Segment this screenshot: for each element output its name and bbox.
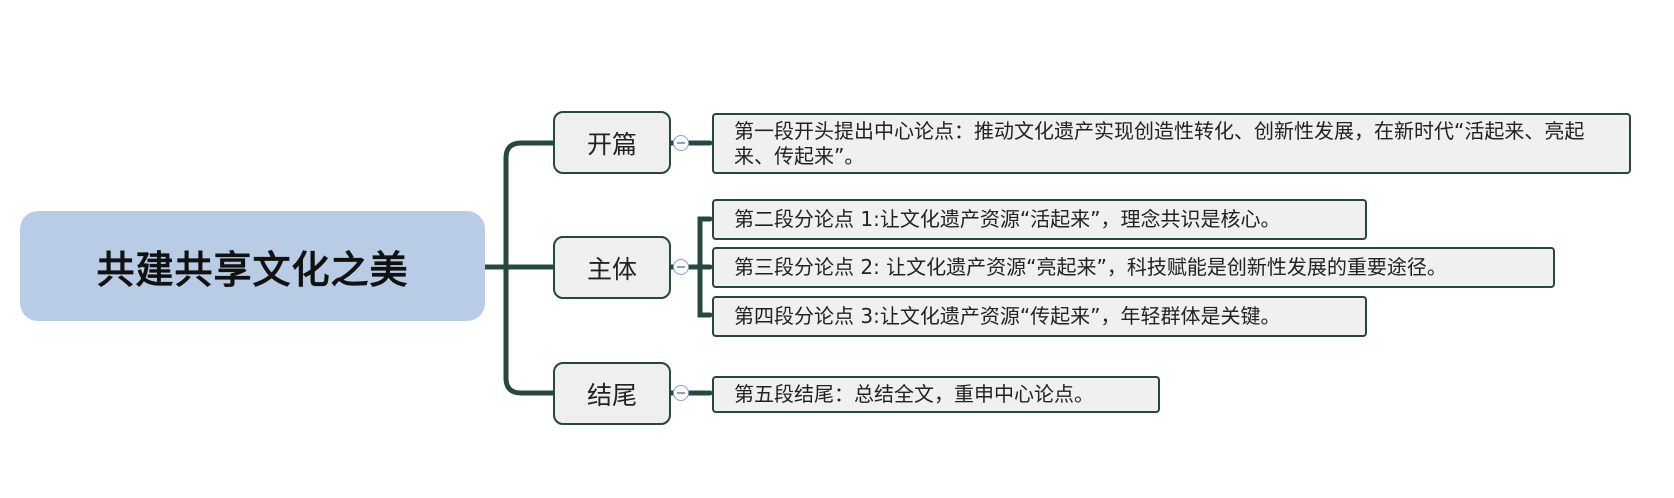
collapse-opening-icon[interactable] xyxy=(673,135,689,151)
branch-label: 开篇 xyxy=(586,129,637,159)
collapse-body-icon[interactable] xyxy=(673,259,689,275)
leaf-text: 第二段分论点 1:让文化遗产资源“活起来”，理念共识是核心。 xyxy=(734,207,1281,231)
leaf-topic-point-3[interactable]: 第四段分论点 3:让文化遗产资源“传起来”，年轻群体是关键。 xyxy=(712,296,1367,337)
leaf-text: 第一段开头提出中心论点：推动文化遗产实现创造性转化、创新性发展，在新时代“活起来… xyxy=(734,118,1585,168)
root-topic-label: 共建共享文化之美 xyxy=(96,247,409,292)
branch-label: 主体 xyxy=(586,254,637,284)
branch-body[interactable]: 主体 xyxy=(553,236,671,299)
leaf-topic-point-1[interactable]: 第二段分论点 1:让文化遗产资源“活起来”，理念共识是核心。 xyxy=(712,199,1367,240)
leaf-topic-point-2[interactable]: 第三段分论点 2: 让文化遗产资源“亮起来”，科技赋能是创新性发展的重要途径。 xyxy=(712,247,1555,288)
leaf-topic-opening[interactable]: 第一段开头提出中心论点：推动文化遗产实现创造性转化、创新性发展，在新时代“活起来… xyxy=(712,113,1631,174)
leaf-text: 第三段分论点 2: 让文化遗产资源“亮起来”，科技赋能是创新性发展的重要途径。 xyxy=(734,255,1447,279)
branch-ending[interactable]: 结尾 xyxy=(553,362,671,425)
collapse-ending-icon[interactable] xyxy=(673,385,689,401)
branch-opening[interactable]: 开篇 xyxy=(553,111,671,174)
leaf-topic-ending[interactable]: 第五段结尾：总结全文，重申中心论点。 xyxy=(712,376,1160,413)
root-topic[interactable]: 共建共享文化之美 xyxy=(20,211,485,321)
leaf-text: 第四段分论点 3:让文化遗产资源“传起来”，年轻群体是关键。 xyxy=(734,304,1281,328)
branch-label: 结尾 xyxy=(586,380,637,410)
leaf-text: 第五段结尾：总结全文，重申中心论点。 xyxy=(734,382,1094,406)
